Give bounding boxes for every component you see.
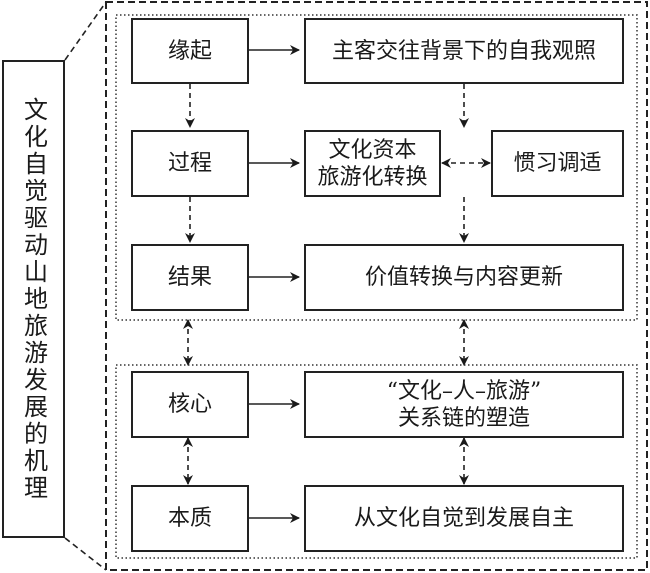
stage-origin-box: 缘起 — [131, 18, 249, 84]
stage-process-label: 过程 — [167, 151, 212, 176]
autonomy-box: 从文化自觉到发展自主 — [304, 485, 624, 552]
autonomy-text: 从文化自觉到发展自主 — [353, 506, 574, 531]
self-reflection-box: 主客交往背景下的自我观照 — [304, 18, 624, 84]
stage-essence-label: 本质 — [167, 506, 212, 531]
lower-group-frame — [115, 364, 638, 559]
habitus-adjustment-text: 惯习调适 — [513, 151, 602, 176]
relation-chain-line-1: “文化–人–旅游” — [386, 378, 542, 404]
stage-core-label: 核心 — [167, 392, 212, 417]
zoom-line-bottom — [64, 537, 107, 571]
stage-result-box: 结果 — [131, 244, 249, 311]
value-conversion-text: 价值转换与内容更新 — [364, 265, 563, 290]
stage-origin-label: 缘起 — [167, 38, 212, 64]
outer-dashed-frame — [105, 1, 648, 571]
mechanism-title: 文化自觉驱动山地旅游发展的机理 — [19, 96, 48, 502]
stage-essence-box: 本质 — [131, 485, 249, 552]
stage-process-box: 过程 — [131, 130, 249, 197]
capital-transformation-box: 文化资本 旅游化转换 — [304, 130, 441, 197]
value-conversion-box: 价值转换与内容更新 — [304, 244, 624, 311]
mechanism-title-box: 文化自觉驱动山地旅游发展的机理 — [2, 60, 65, 538]
self-reflection-text: 主客交往背景下的自我观照 — [331, 38, 596, 64]
stage-core-box: 核心 — [131, 371, 249, 438]
capital-transformation-line-2: 旅游化转换 — [317, 164, 428, 190]
stage-result-label: 结果 — [167, 265, 212, 290]
upper-group-frame — [115, 14, 638, 321]
relation-chain-box: “文化–人–旅游” 关系链的塑造 — [304, 371, 624, 438]
zoom-line-top — [64, 1, 107, 61]
relation-chain-line-2: 关系链的塑造 — [397, 405, 530, 431]
capital-transformation-line-1: 文化资本 — [328, 137, 417, 163]
habitus-adjustment-box: 惯习调适 — [491, 130, 624, 197]
